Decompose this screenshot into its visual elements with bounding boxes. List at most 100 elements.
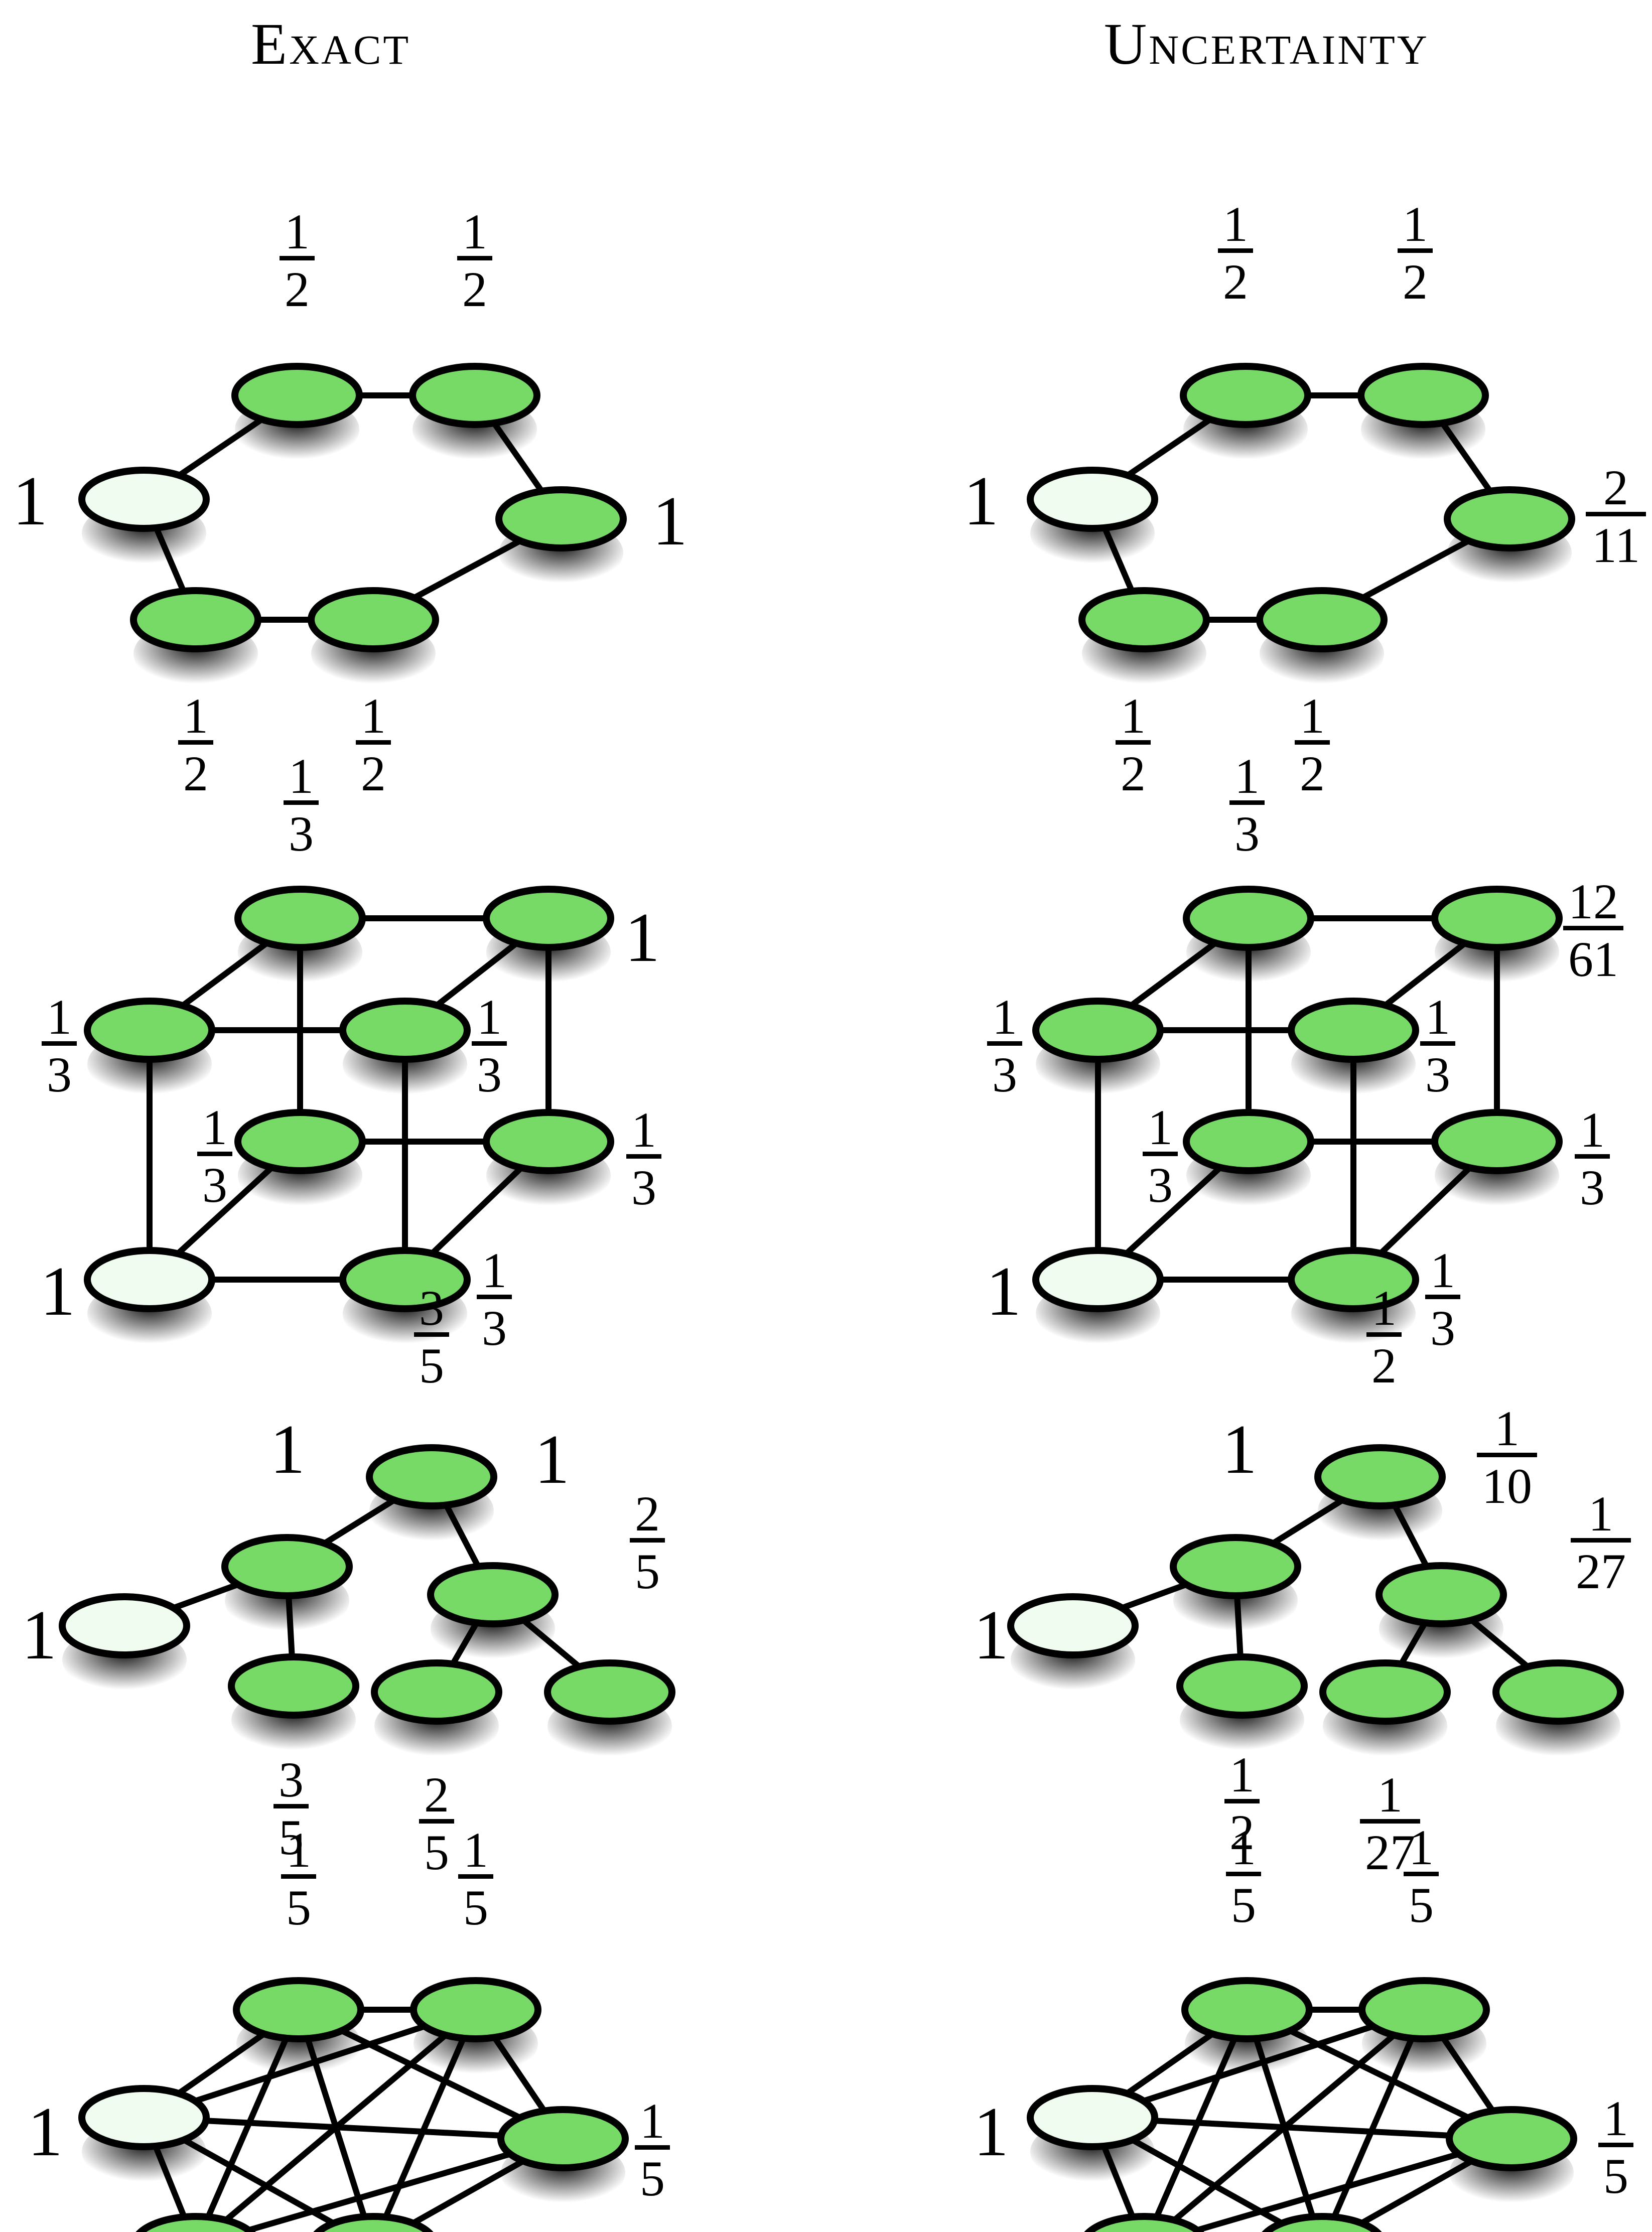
fraction-bar bbox=[419, 1819, 454, 1824]
node-value-label: 1 bbox=[270, 1411, 305, 1488]
fraction-denominator: 5 bbox=[1409, 1877, 1434, 1933]
fraction-label: 15 bbox=[458, 1822, 493, 1935]
fraction-bar bbox=[280, 256, 315, 260]
fraction-numerator: 1 bbox=[640, 2093, 665, 2149]
fraction-bar bbox=[1571, 1538, 1631, 1543]
fraction-denominator: 3 bbox=[289, 806, 314, 862]
fraction-bar bbox=[1586, 512, 1646, 516]
fraction-denominator: 2 bbox=[285, 261, 310, 317]
graph-complete-k6-uncertainty: 11515151515 bbox=[974, 1820, 1633, 2232]
fraction-bar bbox=[1420, 1041, 1455, 1046]
fraction-numerator: 1 bbox=[289, 748, 314, 804]
node-value-label: 1 bbox=[974, 1596, 1009, 1674]
fraction-numerator: 1 bbox=[1231, 1820, 1256, 1875]
graph-node bbox=[483, 1109, 614, 1174]
fraction-bar bbox=[1425, 1295, 1460, 1299]
fraction-label: 12 bbox=[178, 688, 213, 801]
fraction-denominator: 3 bbox=[992, 1047, 1017, 1102]
fraction-label: 35 bbox=[414, 1280, 449, 1393]
graph-node bbox=[1288, 1247, 1419, 1312]
graph-node bbox=[1078, 587, 1210, 652]
fraction-label: 127 bbox=[1571, 1486, 1631, 1599]
fraction-bar bbox=[1398, 248, 1433, 253]
graph-edge bbox=[1147, 2008, 1250, 2232]
fraction-bar bbox=[472, 1041, 507, 1046]
node-value-label: 1 bbox=[534, 1421, 570, 1498]
fraction-denominator: 3 bbox=[1580, 1160, 1605, 1215]
graph-node bbox=[410, 1977, 541, 2042]
graph-edge bbox=[207, 2007, 478, 2232]
fraction-denominator: 3 bbox=[477, 1047, 502, 1102]
fraction-label: 25 bbox=[419, 1767, 454, 1880]
graph-node bbox=[427, 1562, 559, 1627]
graph-node bbox=[1431, 886, 1563, 951]
graph-node bbox=[1183, 886, 1314, 951]
fraction-denominator: 61 bbox=[1568, 931, 1618, 987]
fraction-bar bbox=[1226, 1872, 1261, 1876]
fraction-bar bbox=[42, 1041, 77, 1046]
node-value-label: 1 bbox=[625, 899, 660, 976]
fraction-denominator: 3 bbox=[1234, 806, 1260, 862]
fraction-label: 15 bbox=[635, 2093, 670, 2206]
graph-node bbox=[544, 1659, 675, 1725]
graph-node bbox=[234, 886, 366, 951]
fraction-denominator: 27 bbox=[1576, 1544, 1626, 1599]
fraction-numerator: 1 bbox=[1378, 1767, 1403, 1823]
fraction-label: 15 bbox=[1598, 2090, 1633, 2204]
graph-node bbox=[409, 363, 540, 428]
fraction-numerator: 1 bbox=[1234, 748, 1260, 804]
graph-node bbox=[130, 587, 261, 652]
fraction-numerator: 1 bbox=[1603, 2090, 1628, 2146]
fraction-denominator: 2 bbox=[1229, 1804, 1255, 1860]
fraction-numerator: 1 bbox=[462, 204, 487, 259]
graph-node bbox=[135, 2213, 256, 2232]
source-node bbox=[1027, 2085, 1158, 2150]
fraction-label: 13 bbox=[987, 989, 1022, 1102]
fraction-denominator: 3 bbox=[1148, 1157, 1173, 1213]
fraction-denominator: 5 bbox=[286, 1880, 311, 1935]
fraction-numerator: 1 bbox=[285, 204, 310, 259]
fraction-label: 13 bbox=[284, 748, 319, 862]
graph-node bbox=[366, 1444, 497, 1509]
graph-node bbox=[1180, 363, 1311, 428]
graph-edge bbox=[198, 2008, 302, 2232]
fraction-denominator: 3 bbox=[47, 1047, 72, 1102]
fraction-numerator: 1 bbox=[477, 989, 502, 1045]
fraction-label: 110 bbox=[1477, 1401, 1537, 1514]
fraction-bar bbox=[1229, 800, 1265, 805]
fraction-bar bbox=[1295, 740, 1330, 745]
fraction-bar bbox=[477, 1295, 512, 1299]
graph-node bbox=[84, 998, 215, 1063]
fraction-numerator: 1 bbox=[1580, 1102, 1605, 1158]
graph-node bbox=[1256, 587, 1388, 652]
source-node bbox=[78, 467, 210, 532]
graph-edge bbox=[144, 2115, 564, 2142]
fraction-label: 13 bbox=[626, 1102, 661, 1215]
graph-node bbox=[371, 1659, 502, 1725]
fraction-label: 13 bbox=[1425, 1242, 1460, 1356]
graph-edge bbox=[231, 2136, 564, 2232]
graph-node bbox=[1492, 1659, 1624, 1725]
graph-node bbox=[1176, 1653, 1308, 1719]
fraction-numerator: 1 bbox=[1425, 989, 1450, 1045]
fraction-denominator: 3 bbox=[631, 1160, 656, 1215]
fraction-numerator: 1 bbox=[1588, 1486, 1613, 1542]
node-value-label: 1 bbox=[22, 1596, 57, 1674]
fraction-label: 211 bbox=[1586, 460, 1646, 573]
graph-node bbox=[1431, 1109, 1563, 1174]
fraction-denominator: 2 bbox=[183, 746, 208, 801]
graph-node bbox=[1262, 2213, 1382, 2232]
fraction-label: 13 bbox=[1420, 989, 1455, 1102]
graph-node bbox=[1181, 1977, 1313, 2042]
graph-edge bbox=[1324, 2008, 1427, 2232]
fraction-bar bbox=[1224, 1799, 1260, 1803]
fraction-bar bbox=[273, 1804, 309, 1808]
fraction-denominator: 3 bbox=[202, 1157, 227, 1213]
fraction-numerator: 2 bbox=[635, 1486, 660, 1542]
fraction-label: 12 bbox=[1116, 688, 1151, 801]
source-node bbox=[84, 1247, 215, 1312]
